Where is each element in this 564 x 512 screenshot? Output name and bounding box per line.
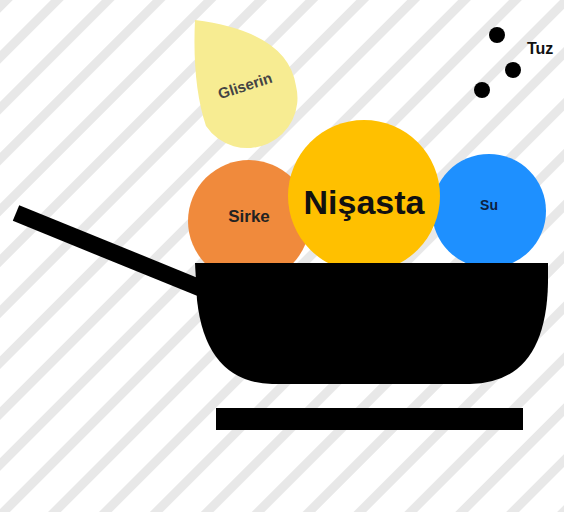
pan-handle — [16, 213, 210, 292]
ingredient-name: Sirke — [228, 207, 270, 227]
circle-fill — [432, 154, 546, 263]
salt-grain — [489, 27, 505, 43]
ingredient-circle: Nişasta — [288, 120, 440, 272]
salt-label: Tuz — [527, 40, 553, 58]
pan-body — [195, 263, 548, 384]
ingredient-name: Su — [480, 197, 498, 213]
salt-grain — [505, 62, 521, 78]
drop-shape: Gliserin — [188, 14, 302, 138]
drop-fill — [194, 20, 297, 148]
burner-bar — [216, 408, 523, 430]
ingredient-name: Nişasta — [304, 183, 425, 222]
circle-fill — [288, 120, 440, 263]
ingredient-circle: Su — [432, 154, 546, 268]
salt-grain — [474, 82, 490, 98]
